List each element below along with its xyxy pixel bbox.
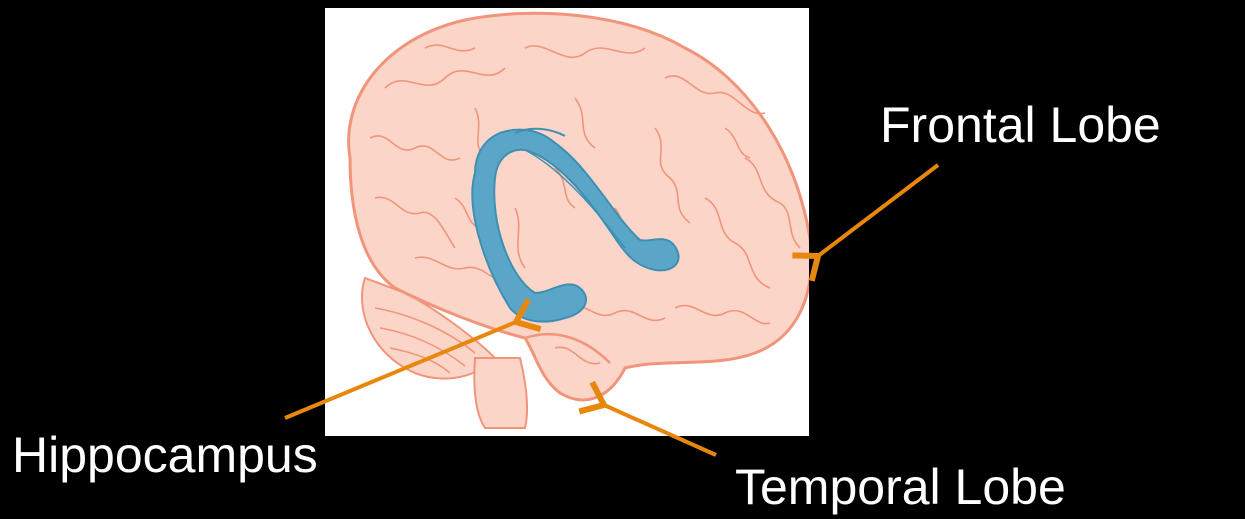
frontal-lobe-label: Frontal Lobe: [880, 100, 1161, 150]
temporal-lobe-arrow: [604, 405, 716, 455]
frontal-lobe-arrow: [818, 165, 938, 256]
temporal-lobe-label: Temporal Lobe: [735, 462, 1066, 512]
hippocampus-arrow: [285, 322, 516, 418]
hippocampus-label: Hippocampus: [12, 430, 318, 480]
